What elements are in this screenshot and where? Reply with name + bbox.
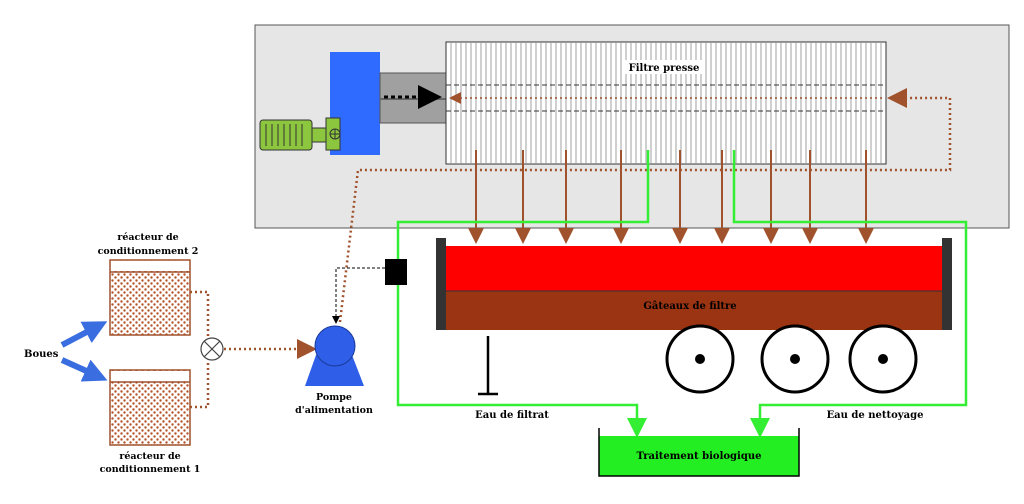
- sludge-arrow-down: [60, 357, 108, 382]
- pump-label-line2: d'alimentation: [295, 405, 373, 416]
- filter-cake-label: Gâteaux de filtre: [643, 301, 736, 312]
- wash-water-label: Eau de nettoyage: [827, 410, 924, 421]
- reactor-2: [109, 259, 191, 336]
- filter-press-label-bg: [624, 60, 704, 74]
- reactor-2-label-line2: conditionnement 2: [98, 246, 199, 257]
- bio-treatment-tank: [598, 428, 800, 477]
- bio-treatment-label: Traitement biologique: [637, 451, 762, 462]
- cake-bottom-layer: [446, 291, 942, 330]
- sludge-feed-line: [338, 88, 952, 323]
- pump-label-line1: Pompe: [316, 392, 352, 403]
- wash-water-line: [732, 150, 968, 438]
- trailer-left-wall: [436, 238, 446, 330]
- reactor-1-label-line1: réacteur de: [119, 451, 180, 462]
- ram-divider: [380, 98, 446, 100]
- reactor-2-label-line1: réacteur de: [117, 232, 178, 243]
- control-valve: [385, 259, 407, 285]
- wheel: [760, 324, 830, 394]
- filtrate-label: Eau de filtrat: [475, 410, 549, 421]
- reactor-1-outlet: [190, 360, 210, 409]
- mixing-valve-icon: [200, 337, 224, 361]
- feed-pump-icon: [305, 325, 364, 386]
- wheel: [848, 324, 918, 394]
- motor-icon: [259, 117, 341, 151]
- reactor-1: [109, 369, 191, 446]
- control-line: [332, 267, 385, 324]
- sludge-arrow-up: [60, 321, 108, 348]
- discharge-arrows: [468, 150, 874, 244]
- reactor-1-label-line2: conditionnement 1: [100, 464, 201, 475]
- trailer-right-wall: [942, 238, 952, 330]
- filter-press-label: Filtre presse: [629, 63, 700, 74]
- sludge-label: Boues: [24, 349, 59, 360]
- reactor-2-outlet: [190, 290, 210, 338]
- cake-top-layer: [446, 246, 942, 291]
- filtrate-line: [396, 150, 650, 438]
- wheel: [665, 324, 735, 394]
